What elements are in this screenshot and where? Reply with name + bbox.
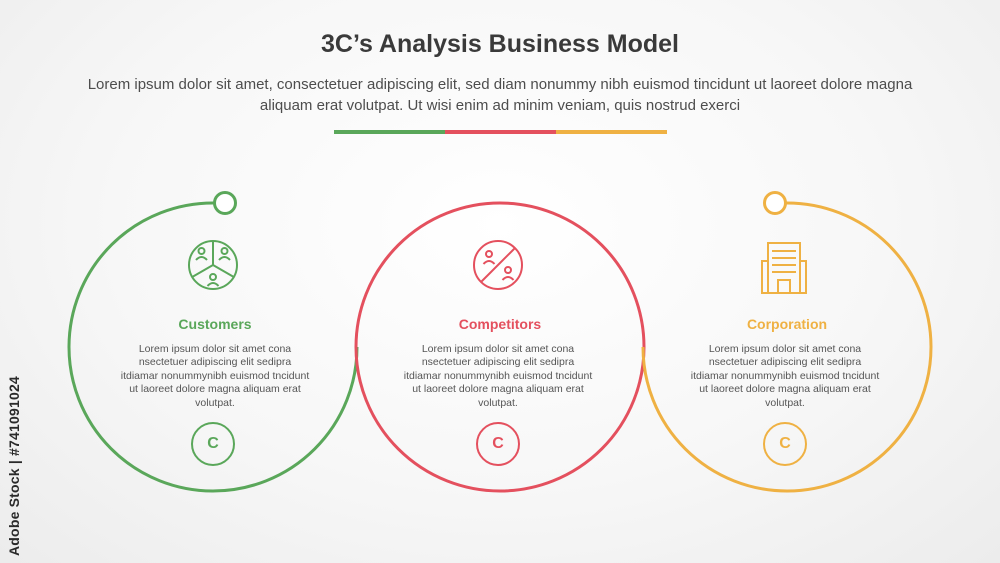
divider-green bbox=[334, 130, 445, 134]
customers-badge-ring bbox=[191, 422, 235, 466]
customers-description: Lorem ipsum dolor sit amet cona nsectetu… bbox=[120, 343, 310, 409]
corporation-description: Lorem ipsum dolor sit amet cona nsectetu… bbox=[690, 343, 880, 409]
competitors-prohibited-icon bbox=[473, 240, 523, 290]
page-title: 3C’s Analysis Business Model bbox=[321, 30, 679, 58]
corporation-ring bbox=[641, 201, 933, 493]
customers-ring bbox=[67, 201, 359, 493]
divider-red bbox=[445, 130, 556, 134]
corporation-ring-node bbox=[763, 191, 787, 215]
corporation-badge: C bbox=[779, 435, 791, 452]
divider-orange bbox=[556, 130, 667, 134]
competitors-description: Lorem ipsum dolor sit amet cona nsectetu… bbox=[403, 343, 593, 409]
corporation-label: Corporation bbox=[746, 316, 828, 332]
customers-label: Customers bbox=[178, 316, 252, 332]
competitors-badge-ring bbox=[476, 422, 520, 466]
stock-watermark-text: Adobe Stock | #741091024 bbox=[6, 376, 22, 556]
competitors-label: Competitors bbox=[458, 316, 542, 332]
customers-ring-node bbox=[213, 191, 237, 215]
stock-watermark: Adobe Stock | #741091024 bbox=[6, 330, 26, 556]
customers-badge: C bbox=[207, 435, 219, 452]
competitors-badge: C bbox=[492, 435, 504, 452]
page-subtitle: Lorem ipsum dolor sit amet, consectetuer… bbox=[87, 76, 913, 114]
customers-pie-icon bbox=[188, 240, 238, 290]
corporation-badge-ring bbox=[763, 422, 807, 466]
building-icon bbox=[761, 242, 807, 294]
